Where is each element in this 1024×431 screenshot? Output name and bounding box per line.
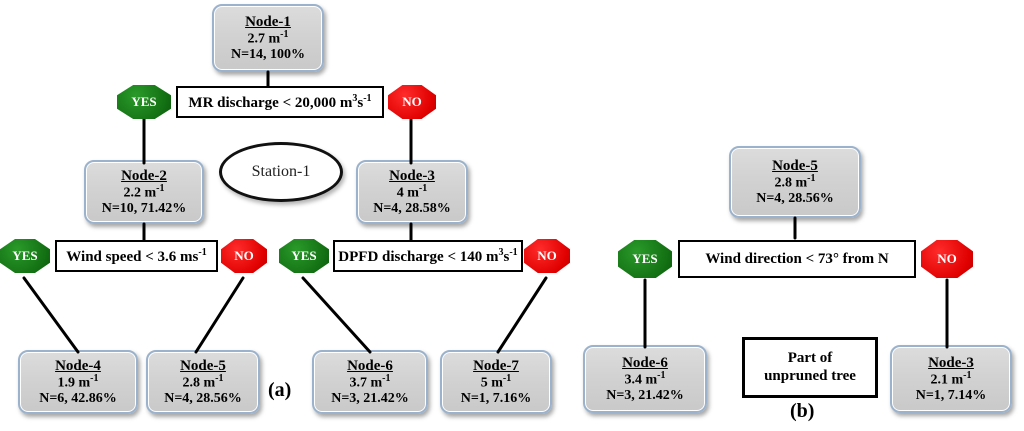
node-title: Node-3 — [928, 354, 974, 371]
link-yes3-node6 — [301, 276, 372, 354]
condition-b-cond1[interactable]: Wind direction < 73° from N — [678, 240, 916, 278]
node-value: 4 m-1 — [396, 183, 428, 201]
node-title: Node-3 — [389, 167, 435, 184]
node-box-b-node3[interactable]: Node-3 2.1 m-1 N=1, 7.14% — [890, 345, 1012, 413]
node-value: 2.8 m-1 — [774, 173, 816, 191]
branch-label: YES — [632, 251, 658, 266]
branch-label: NO — [937, 251, 957, 266]
link-no3-node7 — [496, 276, 548, 354]
node-value: 1.9 m-1 — [57, 373, 99, 391]
station-label: Station-1 — [251, 163, 311, 180]
node-box-b-node6[interactable]: Node-6 3.4 m-1 N=3, 21.42% — [583, 345, 707, 413]
branch-yes-a-cond2[interactable]: YES — [0, 239, 50, 273]
node-value: 2.7 m-1 — [247, 29, 289, 47]
node-title: Node-1 — [245, 13, 291, 30]
node-title: Node-4 — [55, 357, 101, 374]
link-no2-node5 — [194, 276, 245, 354]
link-yes2-node4 — [22, 276, 80, 354]
node-count: N=10, 71.42% — [101, 200, 187, 216]
node-title: Node-5 — [180, 357, 226, 374]
condition-text: DPFD discharge < 140 m3s-1 — [338, 246, 518, 265]
node-box-a-node1[interactable]: Node-1 2.7 m-1 N=14, 100% — [212, 4, 324, 72]
node-box-a-node7[interactable]: Node-7 5 m-1 N=1, 7.16% — [440, 350, 552, 414]
node-count: N=4, 28.56% — [756, 190, 834, 206]
node-box-b-node5[interactable]: Node-5 2.8 m-1 N=4, 28.56% — [729, 146, 861, 218]
node-box-a-node3[interactable]: Node-3 4 m-1 N=4, 28.58% — [356, 160, 468, 224]
node-title: Node-2 — [121, 167, 167, 184]
branch-yes-a-cond1[interactable]: YES — [117, 85, 171, 119]
branch-yes-a-cond3[interactable]: YES — [279, 239, 329, 273]
condition-text: MR discharge < 20,000 m3s-1 — [188, 92, 372, 111]
unpruned-line-1: Part of — [787, 350, 833, 367]
node-box-a-node5[interactable]: Node-5 2.8 m-1 N=4, 28.56% — [146, 350, 260, 414]
branch-label: NO — [234, 248, 254, 263]
condition-a-cond2[interactable]: Wind speed < 3.6 ms-1 — [55, 240, 218, 272]
branch-no-a-cond1[interactable]: NO — [388, 85, 436, 119]
node-count: N=3, 21.42% — [606, 387, 684, 403]
node-box-a-node6[interactable]: Node-6 3.7 m-1 N=3, 21.42% — [312, 350, 428, 414]
condition-a-cond3[interactable]: DPFD discharge < 140 m3s-1 — [333, 240, 523, 272]
panel-caption-b: (b) — [790, 400, 815, 422]
condition-text: Wind speed < 3.6 ms-1 — [66, 246, 207, 265]
branch-yes-b-cond1[interactable]: YES — [618, 240, 672, 278]
condition-text: Wind direction < 73° from N — [705, 250, 889, 267]
branch-no-a-cond2[interactable]: NO — [221, 239, 267, 273]
node-count: N=1, 7.14% — [915, 387, 987, 403]
station-ellipse: Station-1 — [219, 142, 343, 202]
node-count: N=3, 21.42% — [331, 390, 409, 406]
node-value: 2.8 m-1 — [182, 373, 224, 391]
node-title: Node-6 — [622, 354, 668, 371]
branch-label: NO — [402, 94, 422, 109]
node-value: 3.7 m-1 — [349, 373, 391, 391]
node-title: Node-7 — [473, 357, 519, 374]
node-value: 5 m-1 — [480, 373, 512, 391]
node-count: N=4, 28.56% — [164, 390, 242, 406]
branch-label: YES — [131, 94, 157, 109]
branch-label: YES — [12, 248, 38, 263]
node-value: 2.2 m-1 — [123, 183, 165, 201]
node-count: N=4, 28.58% — [373, 200, 451, 216]
node-box-a-node4[interactable]: Node-4 1.9 m-1 N=6, 42.86% — [18, 350, 138, 414]
branch-label: NO — [537, 248, 557, 263]
node-title: Node-5 — [772, 157, 818, 174]
node-count: N=14, 100% — [230, 46, 306, 62]
node-count: N=6, 42.86% — [39, 390, 117, 406]
panel-caption-a: (a) — [268, 379, 292, 401]
unpruned-line-2: unpruned tree — [764, 367, 856, 384]
condition-a-cond1[interactable]: MR discharge < 20,000 m3s-1 — [176, 86, 384, 118]
unpruned-tree-box: Part of unpruned tree — [742, 337, 878, 398]
branch-no-a-cond3[interactable]: NO — [524, 239, 570, 273]
node-box-a-node2[interactable]: Node-2 2.2 m-1 N=10, 71.42% — [84, 160, 204, 224]
node-value: 2.1 m-1 — [930, 370, 972, 388]
node-value: 3.4 m-1 — [624, 370, 666, 388]
branch-no-b-cond1[interactable]: NO — [921, 240, 973, 278]
branch-label: YES — [291, 248, 317, 263]
node-count: N=1, 7.16% — [460, 390, 532, 406]
node-title: Node-6 — [347, 357, 393, 374]
